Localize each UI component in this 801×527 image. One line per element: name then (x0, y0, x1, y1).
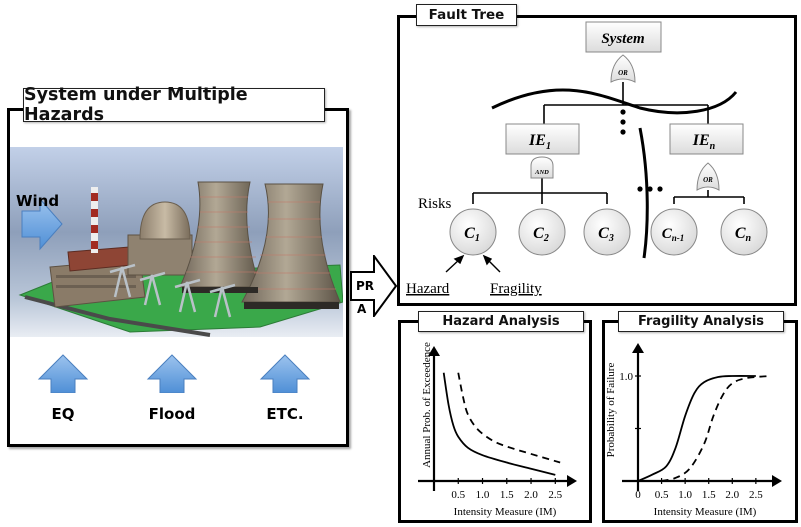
ie1-gate-label: AND (534, 169, 549, 176)
pra-label-line2: A (357, 302, 367, 316)
component-cn-1-label: Cn-1 (662, 226, 685, 243)
fragility-analysis-title: Fragility Analysis (618, 311, 784, 332)
etc-arrow-icon (259, 354, 311, 393)
top-gate-label: OR (618, 69, 628, 77)
and-gate-icon (530, 156, 554, 179)
hazard-analysis-panel (398, 320, 592, 523)
top-event-label: System (601, 31, 644, 47)
system-panel-title: System under Multiple Hazards (23, 85, 325, 125)
road (24, 295, 211, 337)
or-gate-top-icon (610, 54, 636, 83)
cut-curve-vertical (638, 127, 649, 259)
hazard-analysis-title: Hazard Analysis (418, 311, 584, 332)
ien-box (669, 123, 744, 155)
eq-arrow-icon (37, 354, 89, 393)
component-c3 (583, 208, 631, 256)
component-cn-1 (650, 208, 698, 256)
power-plant-illustration (18, 181, 343, 337)
ie1-label: IE1 (528, 132, 551, 152)
flood-arrow-icon (146, 354, 198, 393)
top-event-system (585, 21, 662, 53)
component-c1 (449, 208, 497, 256)
pra-arrow-icon (350, 255, 398, 317)
hazard-label-etc: ETC. (266, 405, 304, 423)
fault-tree-diagram: System OR IE1 AND IEn OR Risks C1 C2 C3 … (406, 21, 768, 297)
hazard-label-flood: Flood (148, 405, 196, 423)
or-gate-n-icon (696, 162, 720, 191)
component-cn (720, 208, 768, 256)
pra-label-line1: PR (356, 279, 375, 293)
fragility-analysis-panel (602, 320, 798, 523)
fragility-input-label: Fragility (490, 281, 542, 297)
component-c1-label: C1 (464, 225, 480, 244)
fault-tree-panel (397, 15, 797, 306)
reactor-dome (139, 201, 191, 240)
component-c3-label: C3 (598, 225, 614, 244)
transmission-pylons (109, 263, 236, 318)
power-plant-scene: Wind (10, 147, 343, 337)
ien-label: IEn (692, 132, 716, 152)
component-c2 (518, 208, 566, 256)
hazard-input-label: Hazard (406, 281, 450, 297)
ie1-box (505, 123, 580, 155)
fault-tree-title: Fault Tree (416, 4, 517, 26)
chimney-stack (91, 187, 98, 253)
ellipsis-dots (620, 109, 663, 192)
cooling-tower-2 (241, 183, 341, 303)
cut-curve-horizontal (491, 88, 738, 115)
wind-arrow-icon (21, 197, 63, 251)
hazard-label-eq: EQ (51, 405, 75, 423)
component-c2-label: C2 (533, 225, 549, 244)
risks-label: Risks (418, 196, 452, 212)
wind-label: Wind (16, 192, 60, 210)
component-cn-label: Cn (735, 225, 752, 244)
ien-gate-label: OR (703, 176, 713, 184)
